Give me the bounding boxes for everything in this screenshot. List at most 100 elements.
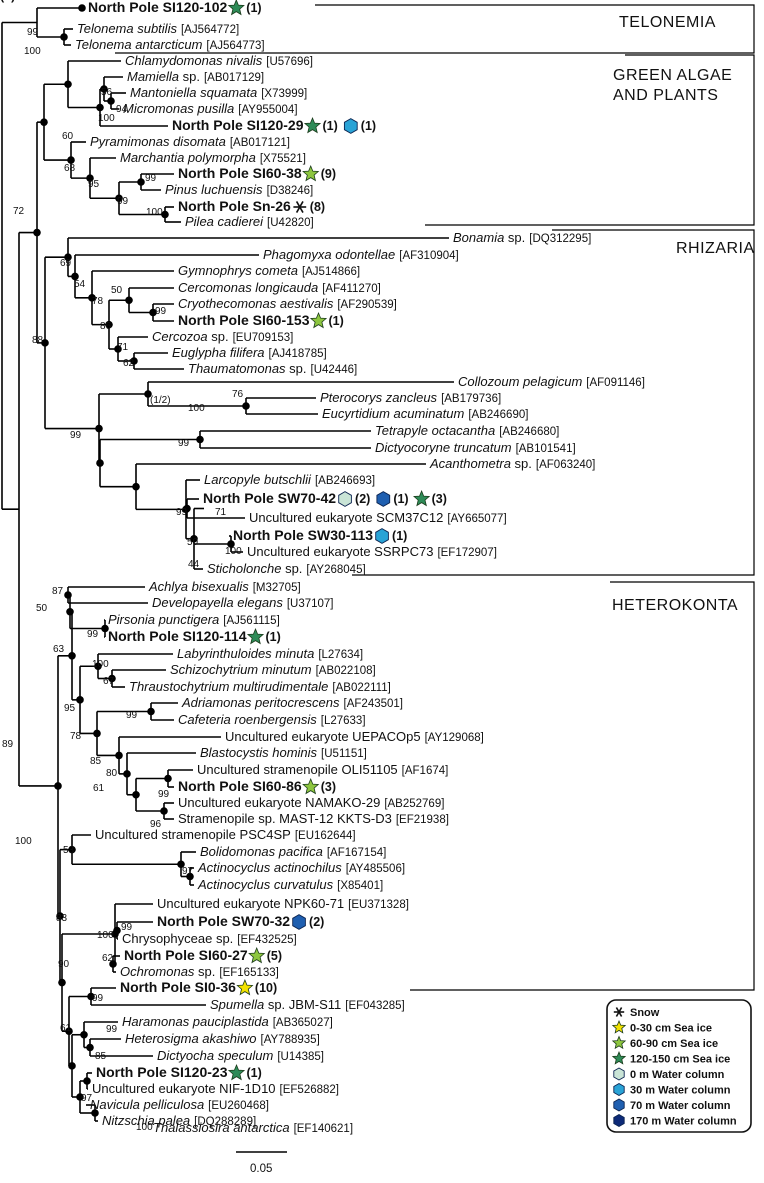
bootstrap-value: 71 <box>117 342 129 353</box>
accession: [X85401] <box>337 880 383 892</box>
bootstrap-value: 95 <box>64 703 76 714</box>
taxon-name: Dictyocoryne truncatum <box>375 440 512 455</box>
svg-text:Marchantia polymorpha[X75521]: Marchantia polymorpha[X75521] <box>120 150 306 165</box>
bootstrap-value: 100 <box>136 1122 153 1133</box>
taxon-name: Mantoniella squamata <box>130 85 257 100</box>
legend-item: 30 m Water column <box>613 1082 731 1097</box>
accession: [AY485506] <box>346 863 405 875</box>
svg-text:Cercozoa sp.[EU709153]: Cercozoa sp.[EU709153] <box>152 329 293 344</box>
taxon-name: Uncultured eukaryote NIF-1D10 <box>92 1081 276 1096</box>
accession: [EF165133] <box>219 967 278 979</box>
accession: [EU162644] <box>295 830 356 842</box>
bootstrap-value: 62 <box>102 953 114 964</box>
bootstrap-value: 99 <box>178 438 190 449</box>
taxon-name: North Pole SI60-38 <box>178 165 302 181</box>
count-label: (1) <box>246 1 261 15</box>
accession: [L27634] <box>318 649 363 661</box>
scale-bar-label: 0.05 <box>250 1163 272 1175</box>
svg-text:North Pole SW70-42: North Pole SW70-42 <box>203 490 336 506</box>
svg-text:Mantoniella squamata[X73999]: Mantoniella squamata[X73999] <box>130 85 307 100</box>
accession: [U14385] <box>277 1051 324 1063</box>
bootstrap-value: 54 <box>74 279 86 290</box>
taxon-name: Adriamonas peritocrescens <box>181 695 340 710</box>
svg-text:Ochromonas sp.[EF165133]: Ochromonas sp.[EF165133] <box>120 964 279 979</box>
accession: [DQ312295] <box>529 233 591 245</box>
svg-text:Haramonas pauciplastida[AB3650: Haramonas pauciplastida[AB365027] <box>122 1014 333 1029</box>
bootstrap-value: 78 <box>70 731 82 742</box>
taxon-name: Uncultured stramenopile OLI51105 <box>197 762 398 777</box>
taxon-name: Spumella <box>210 997 264 1012</box>
svg-text:North Pole SI120-23: North Pole SI120-23 <box>96 1064 228 1080</box>
bootstrap-value: 76 <box>232 389 244 400</box>
taxon-name: Cercozoa <box>152 329 208 344</box>
taxon-name: Tetrapyle octacantha <box>375 423 495 438</box>
legend-item: 170 m Water column <box>613 1113 737 1128</box>
taxon-label: Thalassiosira antarctica[EF140621] <box>153 1120 353 1135</box>
taxon-name: Achlya bisexualis <box>148 579 249 594</box>
svg-text:Gymnophrys cometa[AJ514866]: Gymnophrys cometa[AJ514866] <box>178 263 360 278</box>
bootstrap-value: 44 <box>188 559 200 570</box>
taxon-label: Uncultured eukaryote SCM37C12[AY665077] <box>249 510 507 525</box>
bootstrap-value: 99 <box>145 173 157 184</box>
taxon-label: North Pole SI120-102 (1) <box>88 0 262 16</box>
star-icon <box>309 311 328 329</box>
accession: [AB246690] <box>468 409 528 421</box>
hexagon-icon <box>613 1082 625 1097</box>
svg-text:North Pole SI120-114: North Pole SI120-114 <box>108 628 247 644</box>
taxon-name: Heterosigma akashiwo <box>125 1031 257 1046</box>
svg-text:Chlamydomonas nivalis[U57696]: Chlamydomonas nivalis[U57696] <box>125 53 313 68</box>
svg-text:Cryothecomonas aestivalis[AF29: Cryothecomonas aestivalis[AF290539] <box>178 296 397 311</box>
svg-text:Pilea cadierei[U42820]: Pilea cadierei[U42820] <box>185 214 314 229</box>
taxon-name: Labyrinthuloides minuta <box>177 646 314 661</box>
bootstrap-value: 88 <box>32 335 44 346</box>
bootstrap-value: 50 <box>111 285 123 296</box>
accession: [L27633] <box>321 715 366 727</box>
svg-text:Phagomyxa odontellae[AF310904]: Phagomyxa odontellae[AF310904] <box>263 247 459 262</box>
count-label: (1) <box>0 0 15 3</box>
accession: [AB246693] <box>315 475 375 487</box>
svg-text:Schizochytrium minutum[AB02210: Schizochytrium minutum[AB022108] <box>170 662 376 677</box>
svg-text:Telonema antarcticum[AJ564773]: Telonema antarcticum[AJ564773] <box>75 37 265 52</box>
svg-text:Pterocorys zancleus[AB179736]: Pterocorys zancleus[AB179736] <box>320 390 501 405</box>
accession: [AF091146] <box>586 377 645 389</box>
accession: [AJ564772] <box>181 24 239 36</box>
accession: [EU709153] <box>233 332 294 344</box>
taxon-label: Achlya bisexualis[M32705] <box>148 579 301 594</box>
taxon-name: Actinocyclus curvatulus <box>197 877 334 892</box>
taxon-label: Uncultured eukaryote UEPACOp5[AY129068] <box>225 729 484 744</box>
accession: [AY955004] <box>238 104 297 116</box>
svg-text:Uncultured eukaryote SSRPC73[E: Uncultured eukaryote SSRPC73[EF172907] <box>247 544 497 559</box>
accession: [AB179736] <box>441 393 501 405</box>
svg-text:North Pole SI120-102: North Pole SI120-102 <box>88 0 227 15</box>
taxon-label: Cryothecomonas aestivalis[AF290539] <box>178 296 397 311</box>
bootstrap-value: 94 <box>116 104 128 115</box>
taxon-name: Acanthometra <box>429 456 511 471</box>
accession: [AF243501] <box>344 698 403 710</box>
bootstrap-value: 60 <box>62 131 74 142</box>
bootstrap-value: 100 <box>98 113 115 124</box>
accession: [AY665077] <box>447 513 506 525</box>
taxon-label: Thaumatomonas sp.[U42446] <box>188 361 357 376</box>
svg-text:Actinocyclus curvatulus[X85401: Actinocyclus curvatulus[X85401] <box>197 877 383 892</box>
bootstrap-value: 100 <box>97 930 114 941</box>
svg-text:Micromonas pusilla[AY955004]: Micromonas pusilla[AY955004] <box>123 101 298 116</box>
svg-text:Cafeteria roenbergensis[L27633: Cafeteria roenbergensis[L27633] <box>178 712 366 727</box>
svg-text:Tetrapyle octacantha[AB246680]: Tetrapyle octacantha[AB246680] <box>375 423 559 438</box>
count-label: (9) <box>321 167 336 181</box>
taxon-label: Ochromonas sp.[EF165133] <box>120 964 279 979</box>
taxon-name: Navicula pelliculosa <box>90 1097 204 1112</box>
bootstrap-value: 99 <box>27 27 39 38</box>
taxon-label: Actinocyclus actinochilus[AY485506] <box>197 860 405 875</box>
taxon-label: North Pole SW30-113(1) <box>233 527 407 544</box>
count-label: (2) <box>355 492 370 506</box>
accession: [AJ561115] <box>223 615 279 627</box>
taxon-name: Uncultured eukaryote UEPACOp5 <box>225 729 421 744</box>
taxon-name: Pilea cadierei <box>185 214 264 229</box>
taxon-label: North Pole SI60-27(5) <box>124 946 282 964</box>
taxon-suffix: sp. <box>179 69 200 84</box>
taxon-label: Bolidomonas pacifica[AF167154] <box>200 844 386 859</box>
legend-item: 0-30 cm Sea ice <box>611 1019 712 1035</box>
star-icon <box>246 627 265 645</box>
accession: [AF1674] <box>402 765 449 777</box>
